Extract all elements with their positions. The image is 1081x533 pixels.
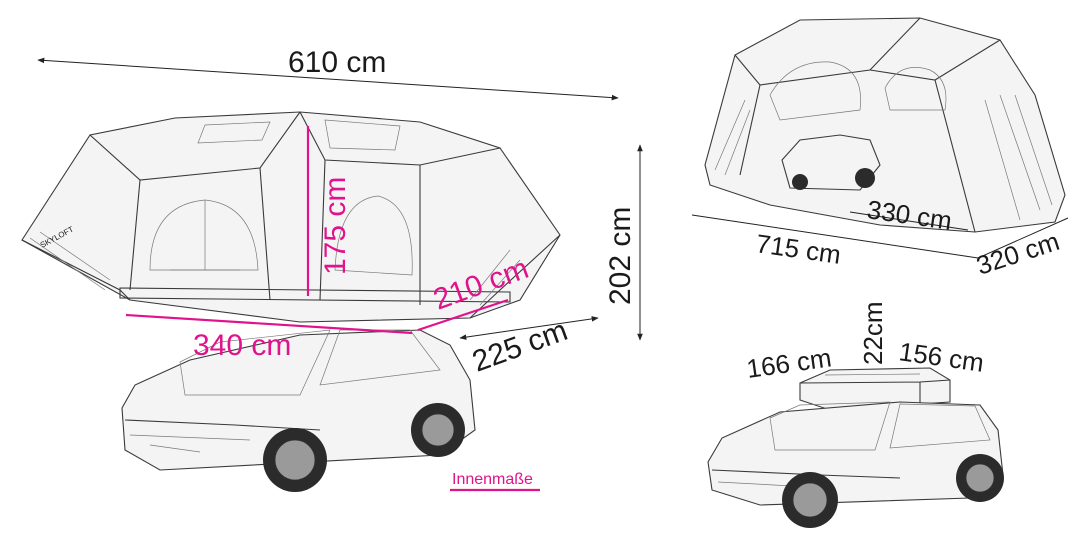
dim-line-awning-depth [977,217,1069,259]
open-tent-illustration [21,111,561,323]
label-inner-height: 175 cm [319,177,352,275]
dim-line-length-total [37,57,619,101]
label-ladder-length: 225 cm [468,314,572,379]
dim-line-ladder [459,316,599,340]
label-length-total: 610 cm [288,46,386,79]
car-left-illustration [121,329,476,492]
car-right-illustration [707,401,1004,528]
closed-box-illustration [799,367,951,411]
label-awning-depth: 320 cm [973,226,1063,281]
pink-line-inner-width [417,298,509,332]
label-closed-height: 22cm [858,301,888,365]
label-legend: Innenmaße [452,471,533,488]
label-awning-length: 715 cm [754,228,843,270]
label-height-total: 202 cm [604,207,637,305]
pink-line-inner-length [125,313,413,335]
tent-with-awning-illustration [704,17,1066,233]
dim-line-awning-inner [849,211,969,231]
dim-line-awning-length [691,214,979,259]
label-inner-length: 340 cm [193,329,291,362]
